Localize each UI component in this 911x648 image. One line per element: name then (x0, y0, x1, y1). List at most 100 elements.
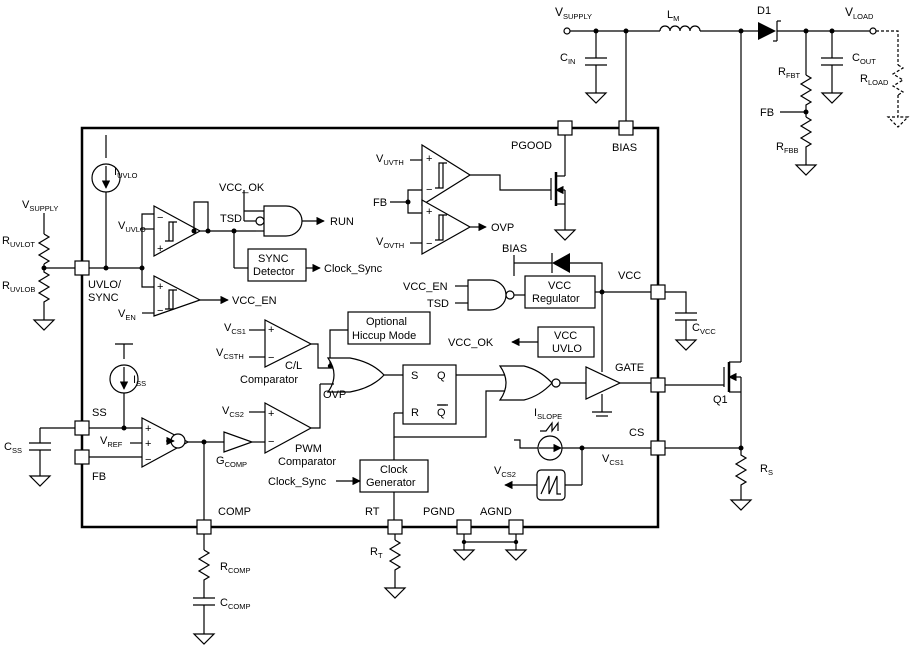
label-cout: COUT (852, 52, 876, 66)
label-clock-sync-out: Clock_Sync (324, 263, 383, 275)
label-cl-comp-2: Comparator (240, 374, 298, 386)
label-hiccup-2: Hiccup Mode (352, 330, 416, 342)
ic-pins (74, 120, 666, 535)
control-core: + − + − (249, 311, 651, 520)
label-ff-s: S (411, 370, 418, 382)
label-vovth: VOVTH (376, 236, 404, 250)
label-ovp-out: OVP (491, 222, 514, 234)
label-pwm-comp-2: Comparator (278, 456, 336, 468)
label-vcc-reg-2: Regulator (532, 293, 580, 305)
label-vcc-pin: VCC (618, 270, 641, 282)
label-d1: D1 (757, 5, 771, 17)
svg-text:+: + (426, 206, 432, 218)
svg-text:−: − (426, 184, 432, 196)
svg-text:−: − (268, 352, 274, 364)
label-bias2: BIAS (502, 243, 527, 255)
label-vsupply-top: VSUPPLY (555, 5, 592, 21)
label-ccomp: CCOMP (220, 597, 250, 611)
vcc-section (455, 253, 698, 368)
label-rt-res: RT (370, 546, 383, 560)
label-vcc-uvlo-2: UVLO (552, 343, 582, 355)
label-fb-ext: FB (760, 107, 774, 119)
svg-text:+: + (145, 438, 151, 450)
label-iss: ISS (133, 374, 146, 388)
label-ss: SS (92, 407, 107, 419)
label-ruvlot: RUVLOT (2, 235, 35, 249)
svg-text:+: + (157, 243, 163, 255)
labels: VSUPPLY CIN LM D1 VLOAD COUT RFBT RLOAD … (2, 5, 889, 611)
label-rfbt: RFBT (778, 66, 801, 80)
svg-text:−: − (268, 436, 274, 448)
label-gcomp: GCOMP (216, 455, 247, 469)
label-islope: ISLOPE (534, 407, 562, 421)
svg-text:+: + (268, 408, 274, 420)
label-gate: GATE (615, 362, 644, 374)
label-ff-r: R (411, 407, 419, 419)
label-clock-gen-2: Generator (366, 477, 416, 489)
label-pgnd: PGND (423, 506, 455, 518)
svg-text:−: − (157, 212, 163, 224)
label-vcc-en-out: VCC_EN (232, 295, 277, 307)
label-tsd-top: TSD (220, 213, 242, 225)
label-ff-qbar: Q (437, 407, 446, 419)
label-vcsth: VCSTH (216, 347, 244, 361)
label-rt: RT (365, 506, 380, 518)
svg-text:+: + (268, 324, 274, 336)
label-iuvlo: IUVLO (114, 166, 138, 180)
label-vcs2-in: VCS2 (222, 405, 244, 419)
label-q1: Q1 (713, 394, 728, 406)
label-vref: VREF (100, 435, 123, 449)
bottom-external (192, 534, 528, 645)
label-uvlo-sync-1: UVLO/ (88, 279, 122, 291)
label-rcomp: RCOMP (220, 561, 250, 575)
label-cin: CIN (560, 52, 575, 66)
error-amp-section: ++− (89, 343, 265, 520)
label-lm: LM (667, 9, 679, 23)
ic-package (80, 126, 660, 529)
label-cl-comp-1: C/L (285, 360, 302, 372)
label-vcc-uvlo-1: VCC (554, 330, 577, 342)
label-hiccup-1: Optional (366, 316, 407, 328)
label-sync-det-1: SYNC (258, 253, 289, 265)
label-vuvth: VUVTH (376, 153, 404, 167)
svg-text:−: − (426, 238, 432, 250)
label-sync-det-2: Detector (253, 266, 295, 278)
label-agnd: AGND (480, 506, 512, 518)
label-ovp-in: OVP (323, 389, 346, 401)
label-fb-pin: FB (92, 471, 106, 483)
slope-comp-section (504, 421, 651, 501)
label-vcc-reg-1: VCC (548, 280, 571, 292)
label-rload: RLOAD (860, 73, 889, 87)
label-vuvlo: VUVLO (118, 220, 146, 234)
svg-text:+: + (426, 153, 432, 165)
label-css: CSS (4, 441, 22, 455)
label-comp: COMP (218, 506, 251, 518)
label-ven: VEN (118, 308, 136, 322)
label-fb-int: FB (373, 197, 387, 209)
pgood-section: + − + − (390, 135, 577, 256)
label-clock-sync-in: Clock_Sync (268, 476, 327, 488)
label-clock-gen-1: Clock (380, 464, 408, 476)
label-vsupply-left: VSUPPLY (22, 199, 58, 213)
label-vcs1-in: VCS1 (224, 322, 246, 336)
label-bias: BIAS (612, 142, 637, 154)
label-pwm-comp-1: PWM (295, 443, 322, 455)
label-vload: VLOAD (845, 5, 874, 21)
svg-text:−: − (157, 305, 163, 317)
svg-text:+: + (145, 423, 151, 435)
label-vcc-ok-top: VCC_OK (219, 182, 265, 194)
left-external (28, 213, 106, 487)
uvlo-section: − + + − (91, 135, 325, 317)
label-vcc-en-in: VCC_EN (403, 281, 448, 293)
label-ruvlob: RUVLOB (2, 280, 35, 294)
svg-text:+: + (157, 281, 163, 293)
label-run: RUN (330, 216, 354, 228)
label-cs: CS (629, 427, 644, 439)
label-pgood: PGOOD (511, 140, 552, 152)
label-uvlo-sync-2: SYNC (88, 292, 119, 304)
power-stage (563, 20, 910, 511)
label-rfbb: RFBB (776, 141, 799, 155)
label-vcs1-out: VCS1 (602, 453, 624, 467)
